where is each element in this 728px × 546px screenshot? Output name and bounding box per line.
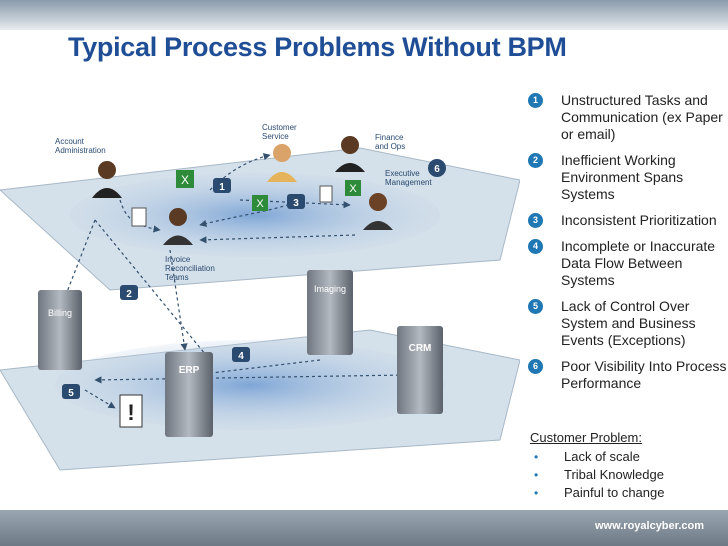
- bullet-icon: •: [534, 450, 539, 464]
- customer-problem-text: Painful to change: [564, 485, 665, 500]
- server-label: CRM: [409, 343, 432, 354]
- excel-icon: X: [345, 180, 361, 196]
- problem-item: 5 Lack of Control Over System and Busines…: [528, 298, 728, 349]
- customer-problem-title: Customer Problem:: [530, 430, 642, 445]
- person-icon: [267, 144, 297, 182]
- server-imaging: Imaging: [307, 270, 353, 355]
- lower-glow: [55, 340, 445, 430]
- top-banner: [0, 0, 728, 30]
- number-badge: 2: [528, 153, 543, 168]
- excel-icon: X: [252, 195, 268, 211]
- problem-text: Incomplete or Inaccurate Data Flow Betwe…: [561, 238, 716, 288]
- problem-text: Poor Visibility Into Process Performance: [561, 358, 727, 391]
- person-icon: [92, 161, 122, 198]
- flow-line: [94, 374, 406, 384]
- problems-list: 1 Unstructured Tasks and Communication (e…: [528, 92, 728, 401]
- customer-problem-item: • Tribal Knowledge: [530, 466, 720, 484]
- problem-item: 4 Incomplete or Inaccurate Data Flow Betw…: [528, 238, 728, 289]
- customer-problem-item: • Lack of scale: [530, 448, 720, 466]
- problem-text: Inconsistent Prioritization: [561, 212, 717, 228]
- svg-text:4: 4: [238, 351, 244, 362]
- person-icon: [335, 136, 365, 172]
- page-title: Typical Process Problems Without BPM: [68, 32, 567, 62]
- alert-icon: !: [119, 394, 143, 428]
- badge: 4: [232, 347, 250, 362]
- badge: 3: [287, 194, 305, 209]
- flow-line: [169, 249, 188, 351]
- number-badge: 6: [528, 359, 543, 374]
- number-badge: 1: [528, 93, 543, 108]
- server-label: ERP: [179, 365, 200, 376]
- problem-item: 2 Inefficient Working Environment Spans S…: [528, 152, 728, 203]
- server-crm: CRM: [397, 326, 443, 414]
- problem-item: 3 Inconsistent Prioritization: [528, 212, 728, 229]
- svg-text:3: 3: [293, 198, 299, 209]
- footer-bar: www.royalcyber.com: [0, 510, 728, 546]
- badge: 2: [120, 285, 138, 300]
- problem-item: 1 Unstructured Tasks and Communication (e…: [528, 92, 728, 143]
- footer-url[interactable]: www.royalcyber.com: [594, 520, 704, 532]
- svg-text:5: 5: [68, 388, 74, 399]
- customer-problem-item: • Painful to change: [530, 484, 720, 502]
- server-label: Imaging: [314, 284, 346, 294]
- svg-text:2: 2: [126, 289, 132, 300]
- svg-text:6: 6: [434, 164, 440, 175]
- svg-text:X: X: [349, 183, 357, 195]
- number-badge: 3: [528, 213, 543, 228]
- customer-problem: Customer Problem: • Lack of scale • Tribal…: [530, 430, 720, 502]
- person-icon: [163, 208, 193, 245]
- problem-text: Unstructured Tasks and Communication (ex…: [561, 92, 723, 142]
- server-erp: ERP: [165, 352, 213, 437]
- document-icon: [131, 207, 147, 227]
- flow-line: [199, 234, 356, 244]
- problem-text: Inefficient Working Environment Spans Sy…: [561, 152, 684, 202]
- customer-problem-text: Lack of scale: [564, 449, 640, 464]
- number-badge: 4: [528, 239, 543, 254]
- svg-text:1: 1: [219, 182, 225, 193]
- svg-text:X: X: [181, 173, 189, 187]
- problem-item: 6 Poor Visibility Into Process Performanc…: [528, 358, 728, 392]
- excel-icon: X: [176, 170, 194, 188]
- bullet-icon: •: [534, 486, 539, 500]
- flow-line: [194, 359, 321, 378]
- number-badge: 5: [528, 299, 543, 314]
- document-icon: [319, 185, 333, 203]
- person-icon: [363, 193, 393, 230]
- badge: 1: [213, 178, 231, 193]
- server-billing: Billing: [38, 290, 82, 370]
- svg-text:!: !: [127, 400, 134, 425]
- flow-line: [94, 219, 211, 361]
- svg-text:X: X: [256, 198, 264, 210]
- problem-text: Lack of Control Over System and Business…: [561, 298, 696, 348]
- server-label: Billing: [48, 308, 72, 318]
- badge: 6: [428, 159, 446, 177]
- badge: 5: [62, 384, 80, 399]
- bullet-icon: •: [534, 468, 539, 482]
- customer-problem-text: Tribal Knowledge: [564, 467, 664, 482]
